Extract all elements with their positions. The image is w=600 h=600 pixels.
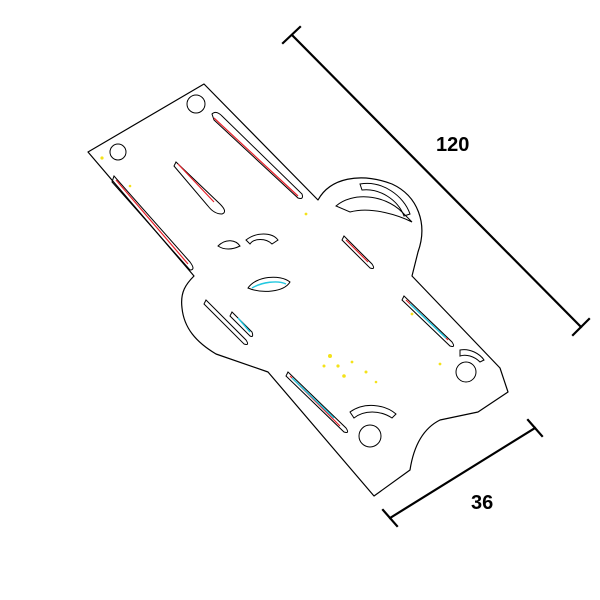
bracket-part [87, 83, 509, 497]
slot-left-edge [111, 175, 194, 271]
mounting-hole-left [109, 143, 127, 161]
slot-lower [285, 371, 349, 433]
dimension-length-label: 120 [436, 134, 469, 156]
arch-top [335, 196, 413, 223]
mounting-hole-top [186, 94, 206, 114]
dimension-length-tick-start [281, 25, 302, 45]
bracket-outline [87, 83, 509, 497]
lens-center [247, 276, 291, 292]
slot-mid-left-b [229, 311, 254, 337]
scan-artifacts [100, 117, 449, 427]
slot-center [341, 235, 375, 269]
arch-inner-right [359, 182, 411, 217]
slot-diagonal [173, 161, 226, 215]
dimension-width-line [388, 426, 537, 520]
notch-center [245, 233, 279, 245]
notch-right [459, 349, 485, 363]
dimension-length: 120 [281, 25, 591, 337]
bump-center [217, 240, 241, 250]
dimension-length-line [290, 33, 583, 329]
mounting-hole-bottom [358, 424, 382, 448]
slot-mid-left-a [203, 299, 249, 345]
mounting-hole-right [455, 361, 477, 383]
dimension-width-label: 36 [471, 492, 493, 514]
curve-lower-right [349, 405, 397, 419]
slot-right [401, 295, 455, 347]
dimension-length-tick-end [571, 317, 591, 337]
dimension-width-tick-start [381, 508, 399, 528]
dimension-width-tick-end [526, 418, 544, 438]
dimension-width: 36 [381, 418, 544, 528]
slot-upper-long [211, 111, 303, 199]
